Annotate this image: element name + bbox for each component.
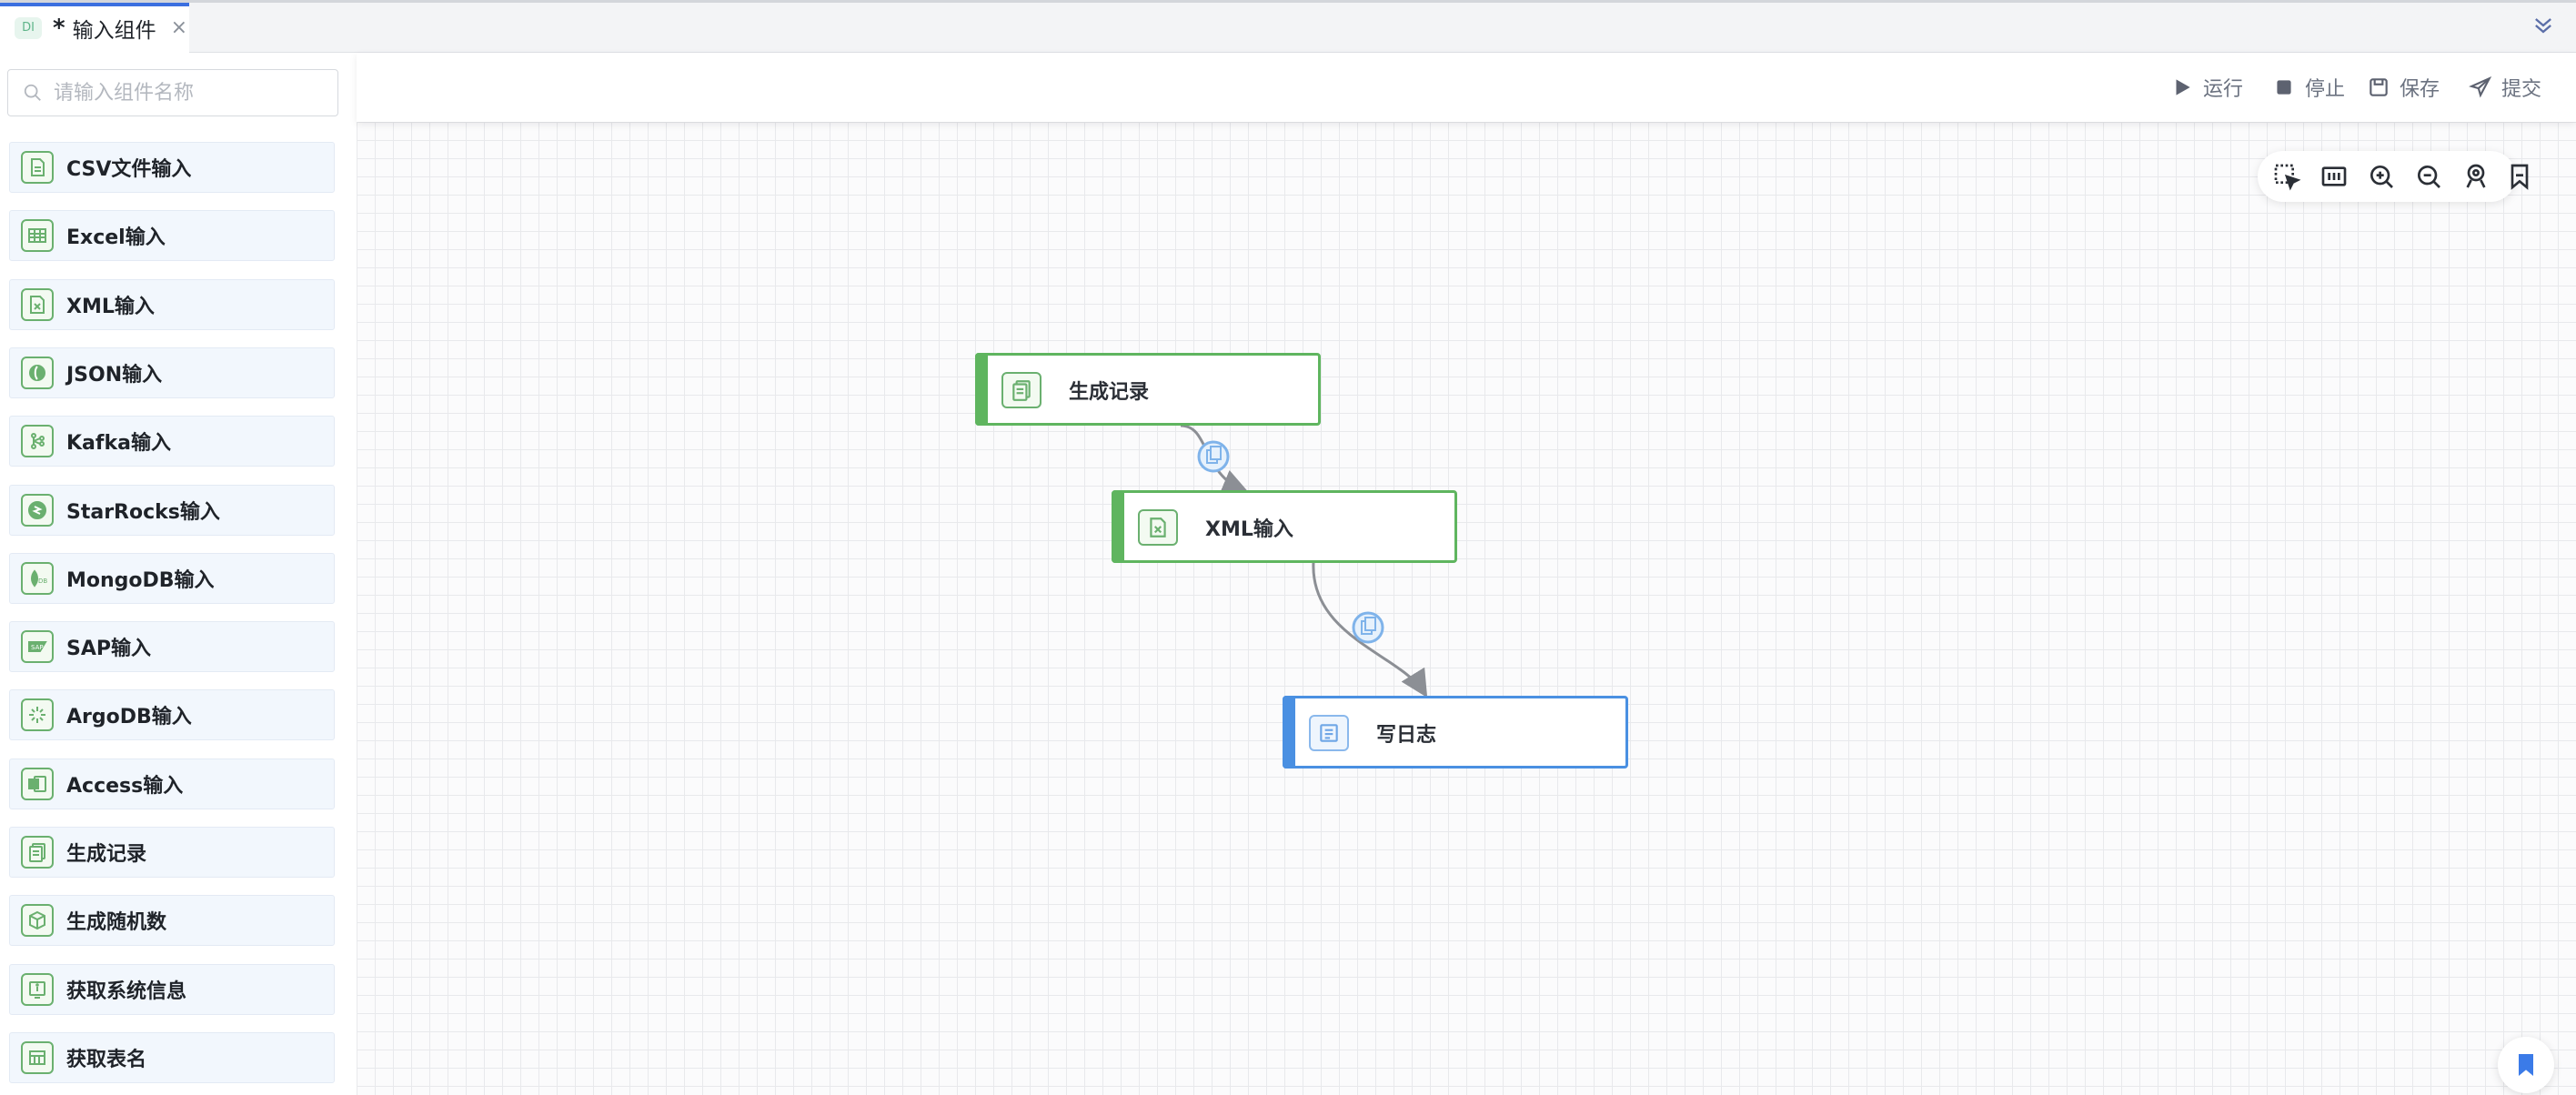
tab-input-components[interactable]: DI * 输入组件 × [0,3,189,53]
svg-text:SAP: SAP [31,644,44,651]
modified-marker: * [53,14,65,42]
component-label: 获取表名 [66,1048,147,1071]
submit-button[interactable]: 提交 [2469,73,2541,102]
component-label: JSON输入 [66,363,163,387]
editor-toolbar: 运行 停止 保存 提交 [357,53,2576,122]
stop-icon [2277,80,2291,95]
component-item[interactable]: XML输入 [9,278,335,330]
xml-file-icon [21,287,54,321]
di-badge: DI [15,16,42,39]
component-item[interactable]: SAP SAP输入 [9,621,335,673]
fit-view-icon[interactable] [2319,162,2349,191]
component-label: 生成记录 [66,843,147,866]
flow-canvas[interactable] [357,122,2576,1095]
node-label: 写日志 [1376,724,1437,747]
svg-text:DB: DB [38,578,47,585]
zoom-in-icon[interactable] [2367,162,2396,191]
component-sidebar: CSV文件输入 Excel输入 XML输入 JSON输入 Kafka输入 StarRock… [0,53,357,1095]
component-label: 生成随机数 [66,911,167,935]
run-button[interactable]: 运行 [2170,73,2243,102]
bookmark-icon[interactable] [2505,162,2534,191]
search-icon [24,84,41,101]
component-label: 获取系统信息 [66,979,187,1003]
component-item[interactable]: DB MongoDB输入 [9,552,335,604]
bookmark-icon [2519,1054,2533,1076]
component-item[interactable]: CSV文件输入 [9,142,335,193]
bookmark-fab[interactable] [2498,1037,2554,1093]
component-item[interactable]: 获取系统信息 [9,963,335,1015]
component-label: SAP输入 [66,638,151,661]
search-box [7,69,338,116]
locate-icon[interactable] [2461,162,2490,191]
component-item[interactable]: 生成随机数 [9,895,335,947]
starrocks-icon [21,493,54,527]
component-item[interactable]: 生成记录 [9,827,335,878]
save-icon [2370,78,2388,96]
component-label: Access输入 [66,774,184,798]
excel-table-icon [21,219,54,253]
component-label: XML输入 [66,295,155,318]
send-icon [2469,75,2492,98]
select-area-icon[interactable] [2272,162,2301,191]
stop-button[interactable]: 停止 [2272,73,2345,102]
csv-file-icon [21,151,54,184]
component-label: ArgoDB输入 [66,706,192,729]
generate-records-icon [21,836,54,869]
component-item[interactable]: 获取表名 [9,1031,335,1083]
zoom-out-icon[interactable] [2414,162,2443,191]
node-label: XML输入 [1205,518,1293,541]
run-label: 运行 [2203,78,2244,101]
flow-node-write-log[interactable]: 写日志 [1283,696,1628,769]
write-log-icon [1309,715,1349,751]
mongodb-icon: DB [21,561,54,595]
component-label: StarRocks输入 [66,500,220,524]
close-icon[interactable]: × [170,15,188,39]
generate-records-icon [1001,372,1041,408]
play-icon [2176,79,2190,95]
component-item[interactable]: ArgoDB输入 [9,689,335,741]
node-label: 生成记录 [1069,381,1150,404]
random-cube-icon [21,904,54,938]
component-item[interactable]: Kafka输入 [9,416,335,467]
component-item[interactable]: StarRocks输入 [9,484,335,536]
component-label: Excel输入 [66,226,166,250]
component-label: CSV文件输入 [66,158,192,181]
argodb-icon [21,698,54,732]
tab-title: 输入组件 [72,18,156,43]
save-button[interactable]: 保存 [2367,73,2440,102]
kafka-icon [21,425,54,458]
table-name-icon [21,1040,54,1074]
json-icon [21,356,54,389]
tab-bar: DI * 输入组件 × [0,0,2576,53]
submit-label: 提交 [2501,78,2542,101]
save-label: 保存 [2400,78,2440,101]
double-chevron-down-icon[interactable] [2531,13,2556,38]
access-icon [21,767,54,800]
sap-icon: SAP [21,630,54,664]
component-label: MongoDB输入 [66,568,215,592]
system-info-icon [21,972,54,1006]
component-item[interactable]: Access输入 [9,758,335,809]
flow-node-xml-input[interactable]: XML输入 [1112,490,1457,563]
search-input[interactable] [54,81,327,105]
component-item[interactable]: JSON输入 [9,347,335,398]
component-item[interactable]: Excel输入 [9,210,335,262]
canvas-tools [2258,151,2529,202]
xml-file-icon [1138,509,1178,546]
flow-node-generate-records[interactable]: 生成记录 [975,353,1321,426]
component-label: Kafka输入 [66,432,171,456]
stop-label: 停止 [2305,78,2346,101]
